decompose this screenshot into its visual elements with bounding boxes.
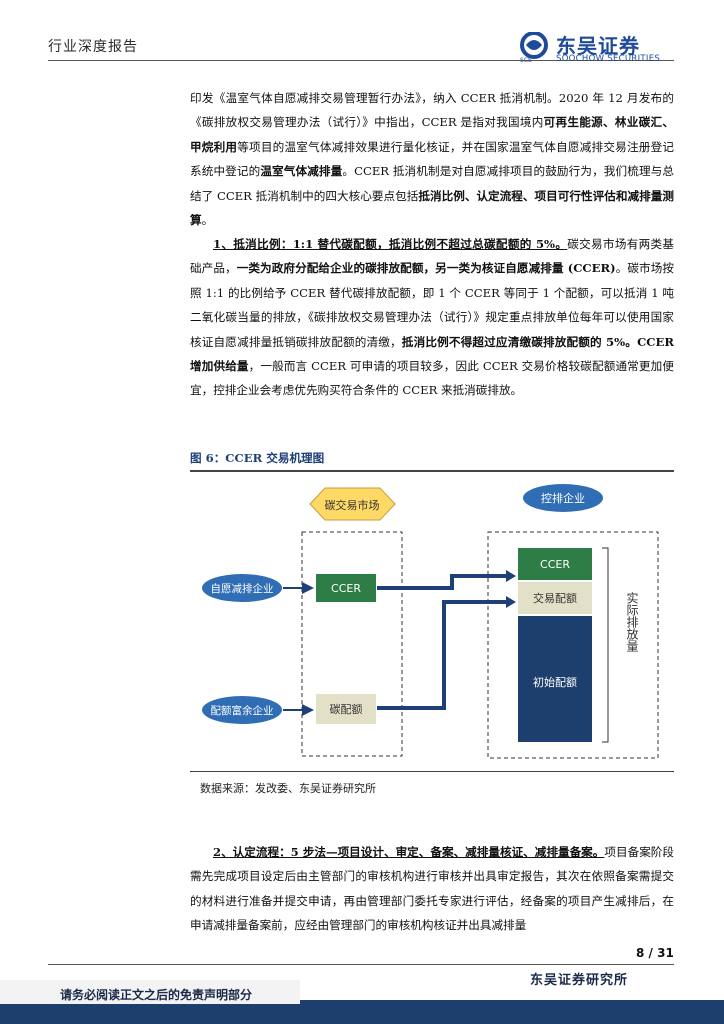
- footer-divider: [48, 964, 674, 965]
- market-dashed-box: [301, 531, 403, 757]
- page-number: 8 / 31: [636, 946, 674, 960]
- logo-english-name: SOOCHOW SECURITIES: [556, 54, 661, 64]
- figure-bottom-rule: [190, 771, 674, 772]
- voluntary-enterprise-label: 自愿减排企业: [211, 582, 274, 595]
- logo-mark-icon: [520, 32, 548, 59]
- quota-box-label: 碳配额: [330, 702, 363, 716]
- company-logo: 东吴证券 SOOCHOW SECURITIES SCS: [520, 30, 680, 66]
- figure-top-rule: [190, 470, 674, 472]
- stack-ccer-label: CCER: [540, 558, 570, 571]
- ccer-box: [316, 574, 376, 602]
- logo-scs: SCS: [520, 57, 532, 64]
- report-type-label: 行业深度报告: [48, 39, 138, 55]
- paragraph-offset-ratio: 1、抵消比例：1:1 替代碳配额，抵消比例不超过总碳配额的 5%。碳交易市场有两…: [190, 237, 674, 398]
- market-label: 碳交易市场: [325, 498, 380, 512]
- market-hexagon: [309, 487, 396, 521]
- actual-emission-label: 实际排放量: [625, 591, 639, 652]
- controlled-enterprise-label: 控排企业: [541, 491, 585, 505]
- ccer-box-label: CCER: [331, 582, 361, 595]
- surplus-enterprise-ellipse: [202, 696, 282, 724]
- stack-initial-label: 初始配额: [533, 675, 577, 689]
- voluntary-enterprise-ellipse: [202, 574, 282, 602]
- footer-band: [0, 1000, 724, 1024]
- controlled-enterprise-ellipse: [523, 484, 603, 512]
- stack-traded-label: 交易配额: [533, 591, 577, 605]
- footer-institute: 东吴证券研究所: [530, 973, 629, 988]
- surplus-enterprise-label: 配额富余企业: [211, 704, 274, 717]
- logo-chinese-name: 东吴证券: [556, 34, 640, 58]
- stack-ccer-segment: [518, 548, 592, 580]
- enterprise-dashed-box: [487, 531, 659, 759]
- disclaimer-text: 请务必阅读正文之后的免责声明部分: [60, 988, 253, 1002]
- header-divider: [48, 60, 674, 61]
- ccer-mechanism-diagram: 碳交易市场 控排企业 自愿减排企业 配额富余企业 CCER 碳配额 CCER 交…: [202, 484, 659, 759]
- quota-box: [316, 694, 376, 724]
- figure-title: 图 6：CCER 交易机理图: [190, 451, 325, 465]
- stack-traded-segment: [518, 582, 592, 614]
- disclaimer-box: [0, 980, 300, 1004]
- paragraph-certification-process: 2、认定流程：5 步法—项目设计、审定、备案、减排量核证、减排量备案。项目备案阶…: [190, 845, 674, 933]
- paragraph-ccer-intro: 印发《温室气体自愿减排交易管理暂行办法》，纳入 CCER 抵消机制。2020 年…: [190, 91, 674, 228]
- figure-source: 数据来源：发改委、东吴证券研究所: [200, 782, 376, 795]
- stack-initial-segment: [518, 616, 592, 742]
